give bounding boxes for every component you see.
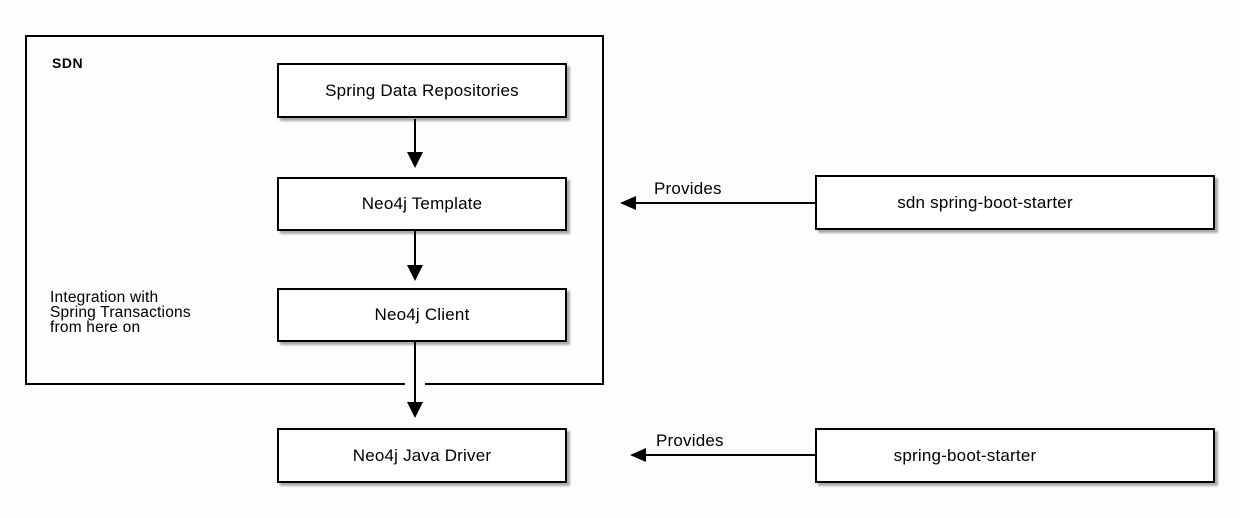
edge-boot-starter-to-driver-line — [646, 454, 815, 456]
edge-client-to-driver-arrowhead — [407, 402, 423, 418]
provides-label-top: Provides — [654, 179, 722, 198]
node-neo4j-client: Neo4j Client — [277, 288, 567, 342]
edge-template-to-client-line — [414, 231, 416, 266]
note-line: Spring Transactions — [50, 304, 191, 321]
node-label: sdn spring-boot-starter — [897, 192, 1073, 212]
node-spring-data-repositories: Spring Data Repositories — [277, 63, 567, 118]
node-sdn-spring-boot-starter: sdn spring-boot-starter — [815, 175, 1215, 230]
edge-sdn-starter-to-template-line — [636, 202, 815, 204]
node-spring-boot-starter: spring-boot-starter — [815, 428, 1215, 483]
edge-repositories-to-template-line — [414, 119, 416, 153]
note-line: Integration with — [50, 289, 159, 306]
edge-template-to-client-arrowhead — [407, 265, 423, 281]
node-label: Neo4j Template — [361, 194, 483, 213]
node-label: spring-boot-starter — [893, 445, 1037, 465]
node-label: Neo4j Java Driver — [352, 445, 492, 465]
edge-sdn-starter-to-template-arrowhead — [620, 196, 636, 210]
provides-label-bottom: Provides — [656, 431, 724, 450]
node-neo4j-template: Neo4j Template — [277, 177, 567, 231]
sdn-frame-label: SDN — [52, 55, 84, 71]
sdn-frame — [25, 35, 604, 385]
edge-client-to-driver-line — [414, 342, 416, 403]
note-line: from here on — [50, 319, 141, 336]
integration-note: Integration with Spring Transactions fro… — [50, 289, 191, 336]
edge-repositories-to-template-arrowhead — [407, 152, 423, 168]
node-label: Neo4j Client — [374, 305, 470, 324]
node-label: Spring Data Repositories — [325, 80, 519, 100]
node-neo4j-java-driver: Neo4j Java Driver — [277, 428, 567, 483]
edge-boot-starter-to-driver-arrowhead — [630, 448, 646, 462]
